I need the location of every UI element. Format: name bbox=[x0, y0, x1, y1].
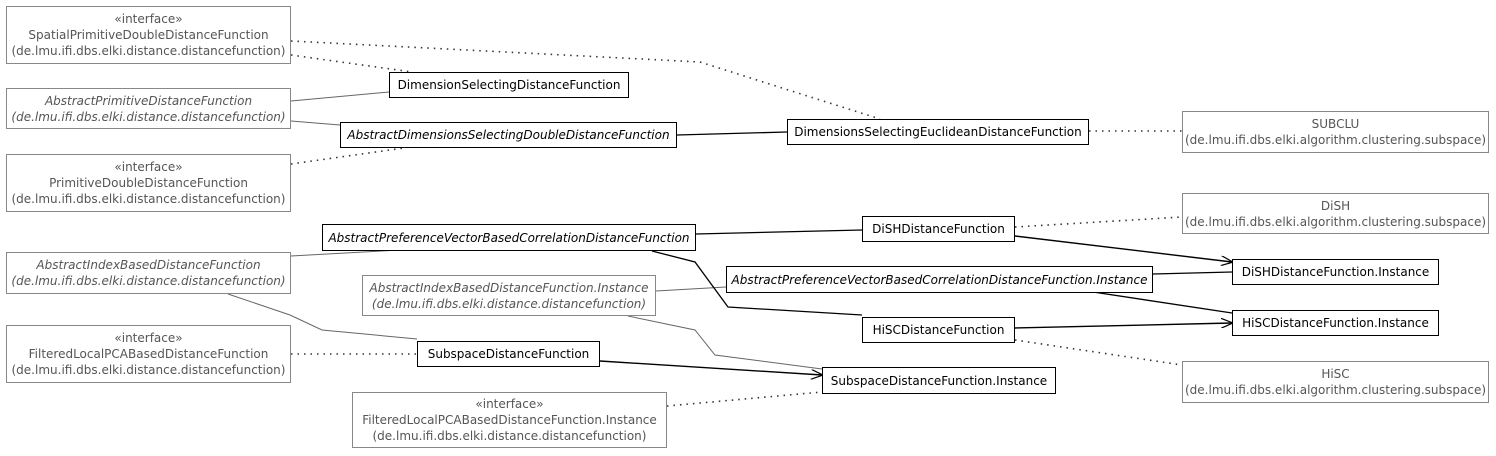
node-dish-distance-function-instance[interactable]: DiSHDistanceFunction.Instance bbox=[1232, 259, 1439, 285]
package-name: (de.lmu.ifi.dbs.elki.distance.distancefu… bbox=[11, 109, 286, 124]
node-dimension-selecting-distance-function[interactable]: DimensionSelectingDistanceFunction bbox=[389, 72, 629, 98]
edge-dishdist-dish bbox=[1014, 216, 1183, 228]
edge-abstractpref-hiscdist bbox=[651, 250, 863, 316]
edge-abstractprimitive-dimselecting bbox=[290, 91, 390, 102]
class-name: SubspaceDistanceFunction.Instance bbox=[830, 373, 1048, 388]
node-abstract-primitive-distance-function[interactable]: AbstractPrimitiveDistanceFunction (de.lm… bbox=[6, 88, 291, 129]
stereotype-label: «interface» bbox=[114, 12, 183, 26]
edge-spatial-dimseuclid bbox=[290, 40, 881, 120]
class-name: DiSHDistanceFunction.Instance bbox=[1241, 265, 1430, 279]
class-name: SUBCLU bbox=[1311, 117, 1360, 131]
class-name: SpatialPrimitiveDoubleDistanceFunction bbox=[28, 28, 269, 42]
node-spatial-primitive-double-distance-function[interactable]: «interface» SpatialPrimitiveDoubleDistan… bbox=[6, 6, 291, 64]
package-name: (de.lmu.ifi.dbs.elki.algorithm.clusterin… bbox=[1184, 133, 1487, 147]
class-name: DiSHDistanceFunction bbox=[872, 222, 1005, 236]
edge-abstractdims-dimseuclid bbox=[676, 131, 788, 136]
class-name: DimensionSelectingDistanceFunction bbox=[397, 78, 621, 92]
class-name: AbstractIndexBasedDistanceFunction.Insta… bbox=[369, 280, 649, 295]
node-hisc[interactable]: HiSC (de.lmu.ifi.dbs.elki.algorithm.clus… bbox=[1182, 361, 1489, 403]
stereotype-label: «interface» bbox=[475, 397, 544, 411]
edge-indexbased-subspace bbox=[227, 293, 418, 340]
node-dish-distance-function[interactable]: DiSHDistanceFunction bbox=[862, 216, 1015, 242]
edge-prefinstance-hiscinstance bbox=[1079, 289, 1233, 314]
edge-dishdist-dishinstance bbox=[1014, 235, 1232, 262]
node-abstract-index-based-distance-function-instance[interactable]: AbstractIndexBasedDistanceFunction.Insta… bbox=[362, 275, 656, 316]
edge-abstractprimitive-abstractdims bbox=[290, 120, 341, 126]
node-abstract-preference-vector-based-correlation-distance-function-instance[interactable]: AbstractPreferenceVectorBasedCorrelation… bbox=[726, 266, 1153, 293]
node-primitive-double-distance-function[interactable]: «interface» PrimitiveDoubleDistanceFunct… bbox=[6, 154, 291, 212]
node-abstract-index-based-distance-function[interactable]: AbstractIndexBasedDistanceFunction (de.l… bbox=[6, 252, 291, 294]
edge-spatial-dimselecting bbox=[290, 54, 413, 73]
package-name: (de.lmu.ifi.dbs.elki.distance.distancefu… bbox=[11, 192, 286, 206]
node-hisc-distance-function[interactable]: HiSCDistanceFunction bbox=[862, 317, 1015, 343]
package-name: (de.lmu.ifi.dbs.elki.algorithm.clusterin… bbox=[1184, 383, 1487, 397]
class-name: DimensionsSelectingEuclideanDistanceFunc… bbox=[794, 125, 1082, 139]
edge-indexinstance-subspaceinstance bbox=[627, 315, 823, 370]
class-name: DiSH bbox=[1320, 198, 1351, 213]
edge-hiscdist-hisc bbox=[1014, 339, 1183, 366]
node-filtered-local-pca-based-distance-function-instance[interactable]: «interface» FilteredLocalPCABasedDistanc… bbox=[352, 392, 667, 448]
class-name: PrimitiveDoubleDistanceFunction bbox=[49, 176, 248, 190]
node-abstract-preference-vector-based-correlation-distance-function[interactable]: AbstractPreferenceVectorBasedCorrelation… bbox=[322, 224, 696, 251]
node-subspace-distance-function-instance[interactable]: SubspaceDistanceFunction.Instance bbox=[822, 367, 1056, 394]
edge-primitivedouble-abstractdims bbox=[290, 147, 405, 165]
stereotype-label: «interface» bbox=[114, 160, 183, 174]
class-name: AbstractIndexBasedDistanceFunction bbox=[36, 258, 261, 272]
package-name: (de.lmu.ifi.dbs.elki.distance.distancefu… bbox=[11, 274, 286, 288]
class-name: FilteredLocalPCABasedDistanceFunction.In… bbox=[362, 413, 657, 427]
edge-subspace-subspaceinstance bbox=[599, 360, 822, 375]
package-name: (de.lmu.ifi.dbs.elki.distance.distancefu… bbox=[11, 44, 286, 58]
edge-hiscdist-hiscinstance bbox=[1014, 323, 1232, 329]
package-name: (de.lmu.ifi.dbs.elki.distance.distancefu… bbox=[371, 296, 647, 311]
edge-abstractpref-dishdist bbox=[695, 229, 863, 235]
stereotype-label: «interface» bbox=[114, 331, 183, 345]
class-name: SubspaceDistanceFunction bbox=[427, 347, 590, 361]
node-dimensions-selecting-euclidean-distance-function[interactable]: DimensionsSelectingEuclideanDistanceFunc… bbox=[787, 119, 1089, 145]
edge-indexbased-abstractpref bbox=[290, 249, 401, 257]
class-name: AbstractDimensionsSelectingDoubleDistanc… bbox=[347, 128, 670, 142]
node-dish[interactable]: DiSH (de.lmu.ifi.dbs.elki.algorithm.clus… bbox=[1182, 193, 1489, 234]
node-subspace-distance-function[interactable]: SubspaceDistanceFunction bbox=[417, 341, 600, 367]
class-name: FilteredLocalPCABasedDistanceFunction bbox=[28, 347, 269, 361]
class-name: HiSCDistanceFunction bbox=[872, 323, 1005, 337]
node-abstract-dimensions-selecting-double-distance-function[interactable]: AbstractDimensionsSelectingDoubleDistanc… bbox=[340, 122, 677, 148]
class-name: AbstractPreferenceVectorBasedCorrelation… bbox=[328, 230, 690, 245]
package-name: (de.lmu.ifi.dbs.elki.distance.distancefu… bbox=[11, 363, 286, 377]
class-name: AbstractPreferenceVectorBasedCorrelation… bbox=[731, 272, 1148, 287]
class-name: AbstractPrimitiveDistanceFunction bbox=[44, 93, 253, 108]
package-name: (de.lmu.ifi.dbs.elki.algorithm.clusterin… bbox=[1184, 214, 1487, 229]
class-name: HiSC bbox=[1321, 367, 1350, 381]
package-name: (de.lmu.ifi.dbs.elki.distance.distancefu… bbox=[372, 429, 647, 443]
node-filtered-local-pca-based-distance-function[interactable]: «interface» FilteredLocalPCABasedDistanc… bbox=[6, 325, 291, 383]
edge-filteredinstance-subspaceinstance bbox=[666, 391, 823, 407]
edge-prefinstance-dishinstance bbox=[1152, 271, 1233, 275]
node-hisc-distance-function-instance[interactable]: HiSCDistanceFunction.Instance bbox=[1232, 310, 1439, 336]
class-name: HiSCDistanceFunction.Instance bbox=[1242, 316, 1429, 330]
node-subclu[interactable]: SUBCLU (de.lmu.ifi.dbs.elki.algorithm.cl… bbox=[1182, 111, 1489, 153]
